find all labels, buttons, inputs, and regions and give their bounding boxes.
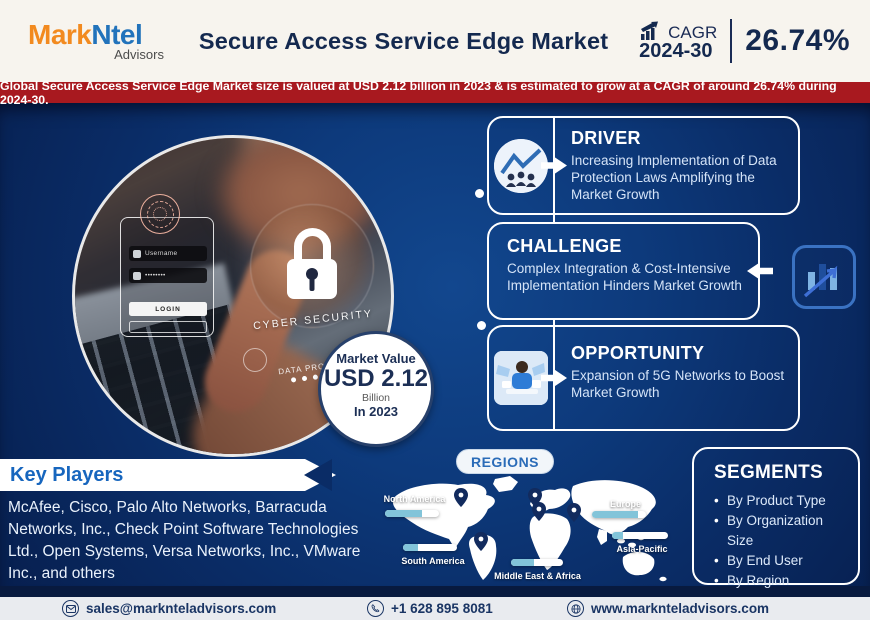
page-title: Secure Access Service Edge Market [198,27,609,54]
padlock-icon [294,228,331,263]
footer-divider-strip [0,586,870,597]
footer: sales@marknteladvisors.com +1 628 895 80… [0,597,870,620]
region-bar [403,544,457,551]
region-bar [511,559,563,566]
connector-line [553,320,555,325]
region-bar [592,511,646,518]
divider [730,19,733,63]
brand-logo: MarkNtel Advisors [28,18,168,62]
driver-title: DRIVER [571,128,641,148]
regions-title: REGIONS [470,453,540,470]
key-players-ribbon: Key Players [0,459,336,491]
login-button-graphic: LOGIN [129,302,207,316]
market-value-unit: Billion [361,392,390,405]
region-bar [385,510,439,517]
header: MarkNtel Advisors Secure Access Service … [0,0,870,82]
cagr-period: 2024-30 [639,39,713,62]
driver-text: Increasing Implementation of Data Protec… [571,153,777,203]
challenge-box: CHALLENGE Complex Integration & Cost-Int… [487,222,760,320]
cagr-block: CAGR 2024-30 26.74% [639,19,850,63]
segment-item: By Organization Size [714,511,850,551]
region-label: North America [383,494,446,504]
growth-team-icon [494,138,548,193]
segment-item: By Product Type [714,491,850,511]
cagr-value: 26.74% [745,24,850,57]
region-bar [612,532,668,539]
connector-dot [477,321,486,330]
segments-list: By Product Type By Organization Size By … [714,491,850,591]
footer-website-link[interactable]: www.marknteladvisors.com [567,597,769,620]
market-value-label: Market Value [336,351,416,366]
keyhole [306,268,318,280]
segments-title: SEGMENTS [714,462,824,483]
lock-small-icon [133,271,141,280]
summary-banner: Global Secure Access Service Edge Market… [0,79,870,107]
region-label: Europe [609,499,641,509]
footer-phone-link[interactable]: +1 628 895 8081 [367,597,493,620]
region-label: Middle East & Africa [494,571,581,581]
region-label: South America [401,556,465,566]
market-value-badge: Market Value USD 2.12 Billion In 2023 [318,331,434,447]
main-canvas: Username •••••••• LOGIN CYBER SECURITY D… [0,103,870,591]
username-field-graphic: Username [129,246,207,261]
world-map [392,476,667,582]
fingerprint-icon [140,194,180,234]
cagr-label: CAGR [668,22,718,42]
market-value-year: In 2023 [353,404,399,420]
driver-box: DRIVER Increasing Implementation of Data… [487,116,800,215]
login-form-graphic: Username •••••••• LOGIN [120,194,214,337]
opportunity-text: Expansion of 5G Networks to Boost Market… [571,368,785,401]
opportunity-title: OPPORTUNITY [571,343,705,363]
segments-box: SEGMENTS By Product Type By Organization… [692,447,860,591]
summary-banner-text: Global Secure Access Service Edge Market… [0,78,837,107]
footer-email-link[interactable]: sales@marknteladvisors.com [62,597,276,620]
challenge-title: CHALLENGE [507,236,622,256]
segment-item: By End User [714,551,850,571]
region-label: Asia-Pacific [616,544,668,554]
growth-chart-icon [641,21,659,40]
connector-dot [475,189,484,198]
envelope-icon [62,600,79,617]
market-value-amount: USD 2.12 [323,365,429,392]
key-players-title: Key Players [10,463,124,486]
logo-text-ntel: Ntel [91,18,143,50]
regions-pill: REGIONS [456,449,554,474]
person-technology-icon [494,351,548,405]
user-icon [133,249,141,258]
map-pin-icons [454,488,581,551]
opportunity-box: OPPORTUNITY Expansion of 5G Networks to … [487,325,800,431]
connector-line [553,215,555,222]
phone-icon [367,600,384,617]
challenge-text: Complex Integration & Cost-Intensive Imp… [507,261,742,294]
logo-subtitle: Advisors [114,46,164,62]
logo-text-mark: Mark [28,18,92,50]
bar-chart-arrow-icon [792,245,856,309]
secondary-button-graphic [129,321,207,333]
segment-item: By Region [714,571,850,591]
globe-icon [567,600,584,617]
password-field-graphic: •••••••• [129,268,207,283]
key-players-list: McAfee, Cisco, Palo Alto Networks, Barra… [8,499,361,582]
shield-badge-icon [243,348,267,372]
